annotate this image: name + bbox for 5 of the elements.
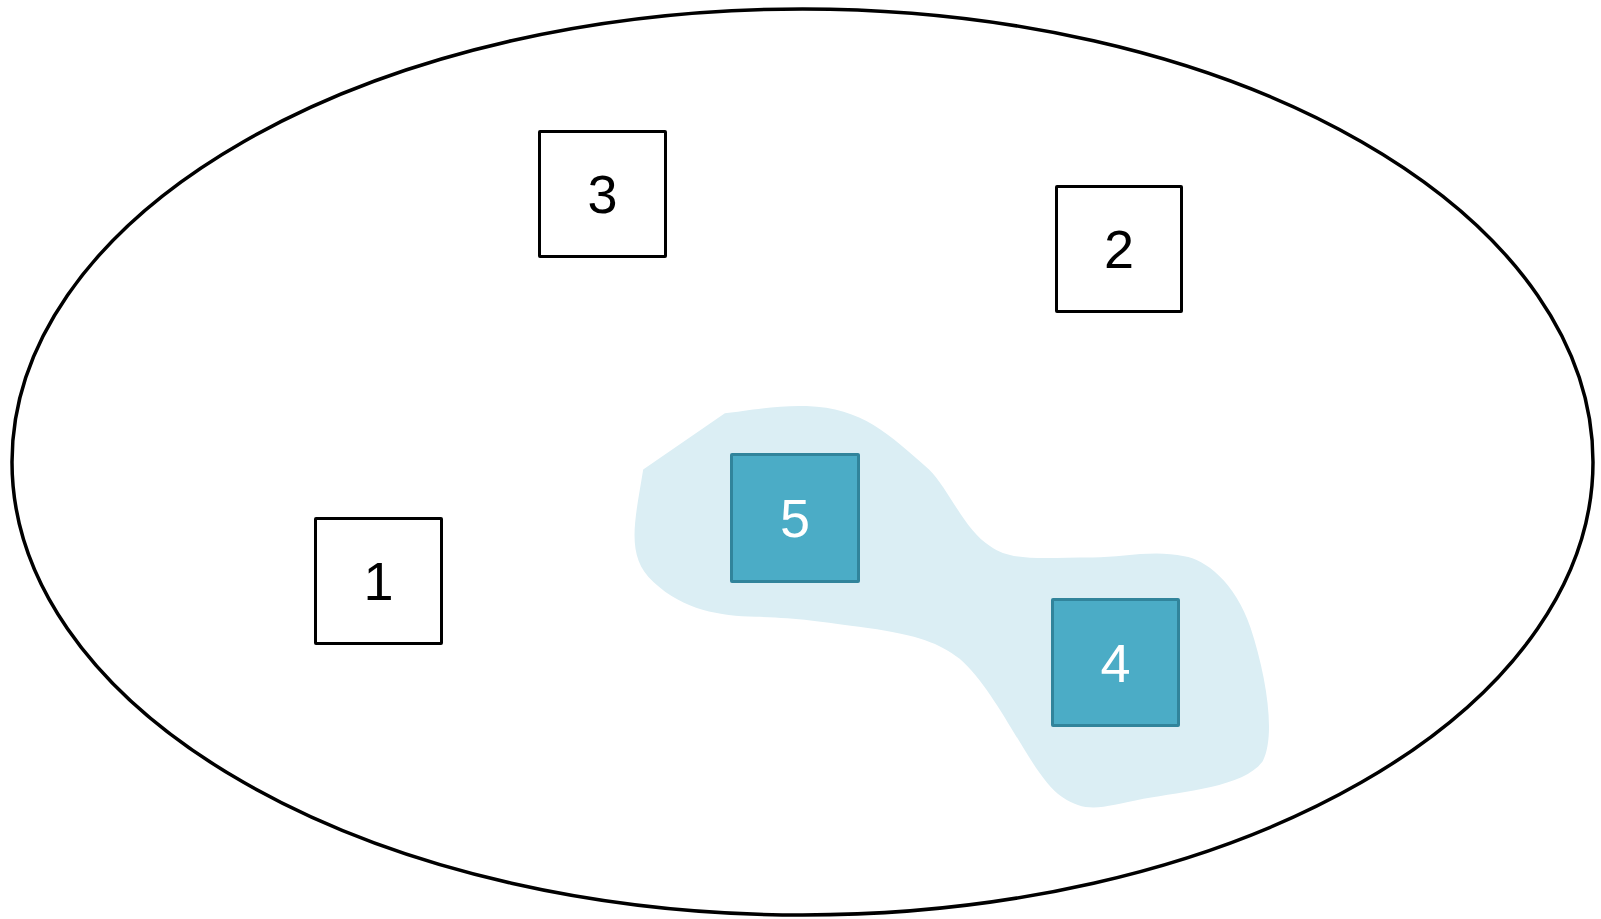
- numbered-square: 2: [1055, 185, 1183, 313]
- numbered-square: 5: [730, 453, 860, 583]
- numbered-square: 4: [1051, 598, 1180, 727]
- numbered-square: 3: [538, 130, 667, 258]
- numbered-square: 1: [314, 517, 443, 645]
